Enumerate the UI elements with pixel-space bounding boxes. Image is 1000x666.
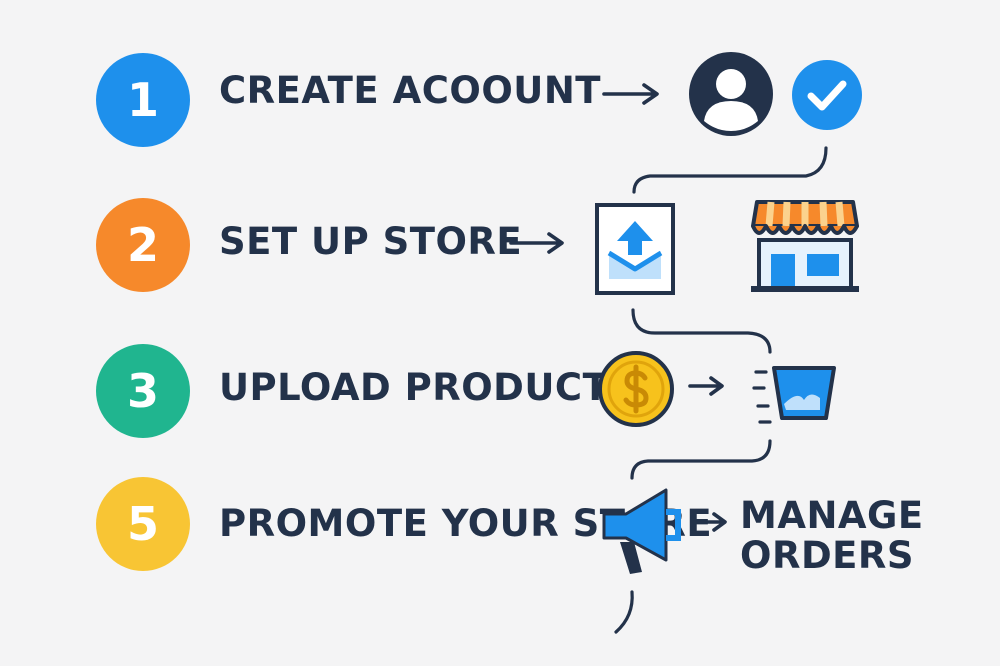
- step-3-label: UPLOAD PRODUCTS: [219, 366, 636, 409]
- arrow-right-icon: [688, 376, 724, 396]
- arrow-right-icon: [602, 83, 659, 105]
- storefront-icon: [751, 200, 859, 292]
- final-step-label: MANAGE ORDERS: [740, 496, 924, 576]
- step-3-number: 3: [126, 364, 159, 418]
- check-circle-icon: [792, 60, 862, 130]
- connector-1-2: [632, 146, 828, 194]
- dollar-coin-icon: [598, 351, 674, 427]
- user-avatar-icon: [689, 52, 773, 136]
- step-2-label: SET UP STORE: [219, 220, 523, 263]
- final-step-line-1: MANAGE: [740, 494, 924, 537]
- connector-3-5: [630, 439, 772, 480]
- step-3-badge: 3: [96, 344, 190, 438]
- upload-envelope-icon: [595, 203, 675, 295]
- shopping-basket-icon: [752, 366, 836, 424]
- step-2-badge: 2: [96, 198, 190, 292]
- step-5-number: 5: [126, 497, 159, 551]
- arrow-right-icon: [509, 232, 564, 254]
- final-step-line-2: ORDERS: [740, 534, 915, 577]
- connector-2-3: [631, 308, 772, 354]
- arrow-right-icon: [691, 512, 727, 532]
- step-1-badge: 1: [96, 53, 190, 147]
- step-1-number: 1: [126, 73, 159, 127]
- connector-tail: [614, 590, 634, 634]
- step-5-badge: 5: [96, 477, 190, 571]
- step-2-number: 2: [126, 218, 159, 272]
- megaphone-icon: [602, 488, 681, 574]
- step-1-label: CREATE ACOOUNT: [219, 69, 602, 112]
